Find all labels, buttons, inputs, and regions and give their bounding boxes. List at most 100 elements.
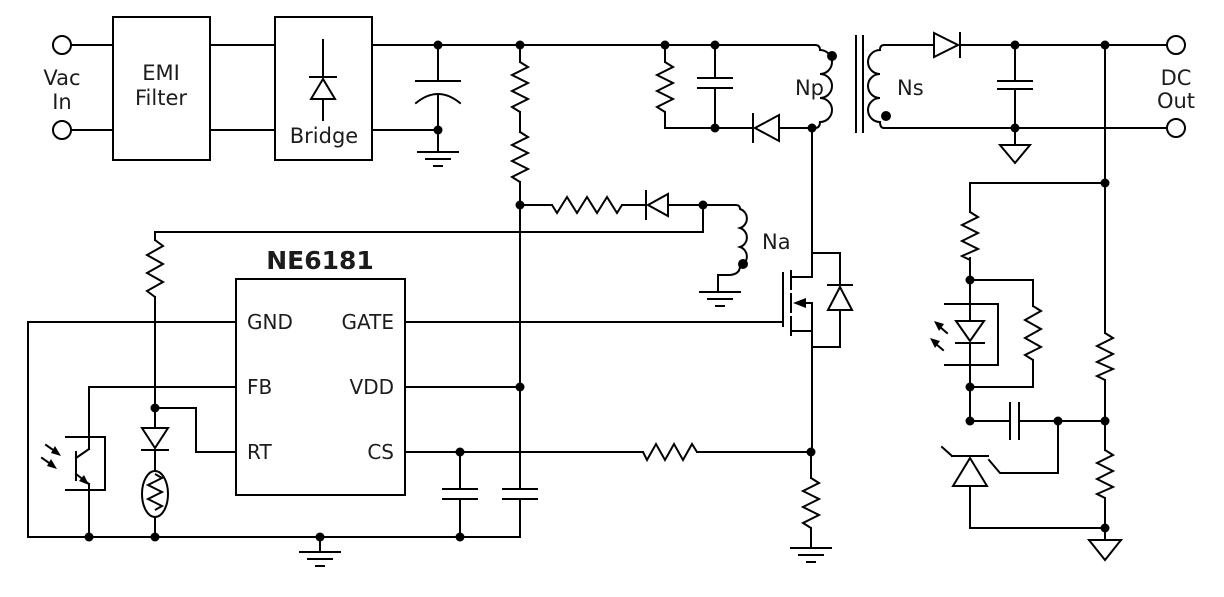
output-diode xyxy=(933,31,961,59)
junction-dot xyxy=(965,416,975,426)
startup-resistor-2 xyxy=(509,131,531,183)
opto-led-triangle xyxy=(954,320,986,343)
junction-dots xyxy=(84,40,1110,542)
rt-sense-network xyxy=(140,204,704,538)
bridge-rectifier-block: Bridge xyxy=(274,16,373,161)
bridge-label: Bridge xyxy=(290,124,358,148)
startup-resistor-1 xyxy=(509,61,531,113)
junction-dot xyxy=(315,532,325,542)
secondary-winding-label: Ns xyxy=(897,76,924,100)
divider-resistor-upper xyxy=(1094,332,1116,381)
bridge-box xyxy=(274,16,373,161)
feedback-network xyxy=(930,44,1124,562)
rcd-clamp-snubber xyxy=(654,44,813,143)
body-diode-triangle xyxy=(826,284,854,311)
primary-winding xyxy=(812,44,833,129)
reference-wire xyxy=(987,420,1059,474)
junction-dot xyxy=(806,447,816,457)
junction-dot xyxy=(1053,416,1063,426)
input-lead-wires xyxy=(70,44,114,131)
line-sense-wire xyxy=(154,204,704,241)
junction-dot xyxy=(455,532,465,542)
light-in-arrowhead-1 xyxy=(51,446,61,456)
output-diode-cathode-wire xyxy=(959,32,1168,58)
ic-part-number: NE6181 xyxy=(266,246,374,275)
led-branch-wire xyxy=(969,182,1106,213)
output-terminal-negative xyxy=(1166,118,1186,138)
power-mosfet xyxy=(782,127,854,453)
dc-output-terminals: DC Out xyxy=(1157,35,1195,138)
junction-dot xyxy=(710,123,720,133)
earth-ground-bulk xyxy=(417,151,459,167)
junction-dot xyxy=(1010,40,1020,50)
rt-diode xyxy=(140,427,170,450)
controller-ic: NE6181 GND FB RT GATE VDD CS xyxy=(235,246,406,496)
bridge-diode-leads xyxy=(309,39,337,121)
led-parallel-wire-top xyxy=(969,279,1034,307)
rt-diode-bar xyxy=(141,449,169,472)
vdd-capacitor-symbol xyxy=(502,488,538,500)
led-cathode-lead xyxy=(955,342,985,422)
junction-dot xyxy=(1100,416,1110,426)
emi-filter-box xyxy=(112,16,211,161)
aux-series-resistor xyxy=(551,195,623,215)
earth-ground-sense xyxy=(790,527,832,563)
shunt-regulator xyxy=(940,445,1106,529)
compensation-capacitor-symbol xyxy=(969,402,1106,440)
junction-dot xyxy=(710,40,720,50)
primary-phase-dot xyxy=(827,51,837,61)
led-parallel-wire-bottom xyxy=(969,359,1034,388)
emitter-arrow xyxy=(79,475,89,485)
transformer: Np Ns xyxy=(795,35,924,133)
junction-dot xyxy=(1100,178,1110,188)
junction-dot xyxy=(1100,523,1110,533)
cs-series-resistor xyxy=(642,441,698,463)
junction-dot xyxy=(1010,123,1020,133)
light-out-arrowhead-1 xyxy=(934,321,944,331)
sense-resistor xyxy=(800,477,822,529)
optocoupler-led xyxy=(930,303,999,422)
light-out-arrowhead-2 xyxy=(930,338,940,348)
input-terminal-bottom xyxy=(52,120,72,140)
divider-resistor-lower xyxy=(1094,449,1116,499)
transformer-core xyxy=(855,35,864,133)
junction-dot xyxy=(433,125,443,135)
line-sense-resistor xyxy=(144,239,166,298)
emi-label-line2: Filter xyxy=(135,86,187,110)
input-terminal-top xyxy=(52,35,72,55)
aux-winding: Na xyxy=(699,204,791,307)
junction-dot xyxy=(965,275,975,285)
junction-dot xyxy=(84,532,94,542)
secondary-phase-dot xyxy=(881,111,891,121)
junction-dot xyxy=(515,200,525,210)
junction-dot xyxy=(433,40,443,50)
gnd-wire-and-ground-rail xyxy=(27,321,521,538)
chassis-ground-feedback xyxy=(1086,539,1124,562)
cs-network xyxy=(404,441,812,538)
light-out-arrow-lines xyxy=(934,325,949,352)
output-rectifier xyxy=(883,31,1168,59)
emi-label-line1: EMI xyxy=(142,61,180,85)
bulk-capacitor xyxy=(414,44,462,131)
ic-pin-vdd: VDD xyxy=(350,375,394,399)
bulk-capacitor-symbol xyxy=(414,44,462,131)
led-parallel-resistor xyxy=(1022,305,1044,361)
ic-pin-cs: CS xyxy=(367,440,394,464)
junction-dot xyxy=(515,40,525,50)
ic-pin-gate: GATE xyxy=(342,310,394,334)
snubber-resistor xyxy=(654,61,676,113)
dc-out-label-line2: Out xyxy=(1157,89,1195,113)
primary-winding-label: Np xyxy=(795,76,824,100)
earth-ground-aux xyxy=(699,291,741,307)
startup-resistor-chain xyxy=(502,44,538,538)
emi-to-bridge-wires xyxy=(209,44,276,131)
optocoupler-phototransistor xyxy=(40,436,106,538)
aux-phase-dot xyxy=(738,259,748,269)
chassis-ground-output xyxy=(997,144,1033,165)
ic-pin-gnd: GND xyxy=(247,310,293,334)
shunt-regulator-anode-wire xyxy=(969,485,1106,529)
fb-wire xyxy=(88,386,237,450)
cs-filter-capacitor xyxy=(442,451,478,538)
